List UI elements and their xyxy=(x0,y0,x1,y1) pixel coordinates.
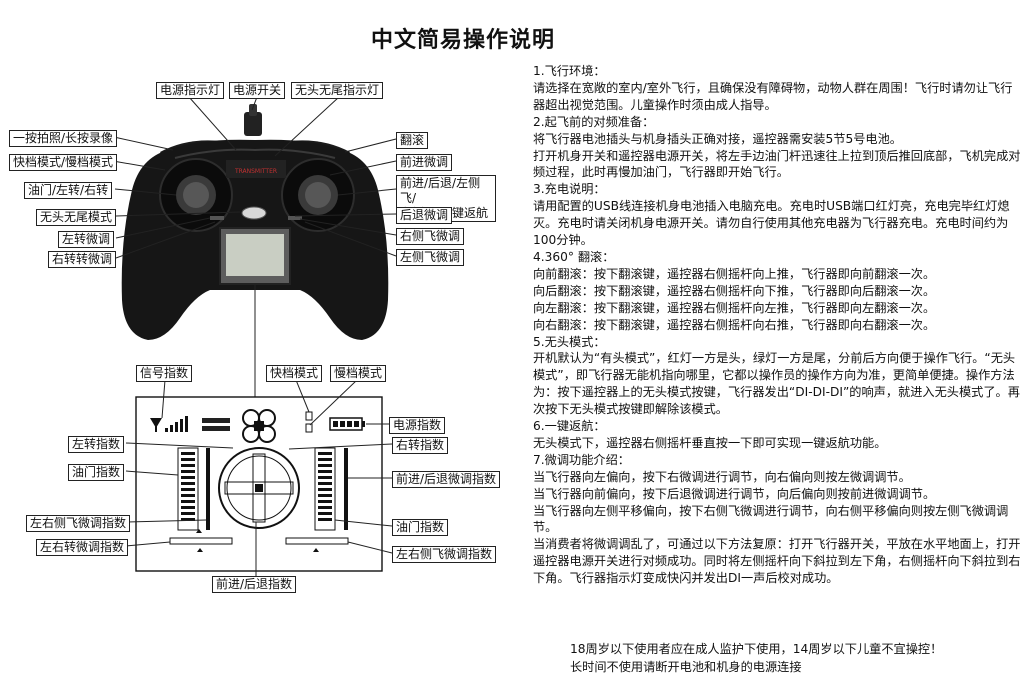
instruction-line: 7.微调功能介绍： xyxy=(533,452,630,467)
instruction-line: 当飞行器向左侧平移偏向，按下右侧飞微调进行调节，向右侧平移偏向则按左侧飞微调调节… xyxy=(533,503,1009,535)
page-title: 中文简易操作说明 xyxy=(371,28,556,53)
lcd-illustration xyxy=(135,396,383,572)
instruction-line: 将飞行器电池插头与机身插头正确对接，遥控器需安装5节5号电池。 xyxy=(533,131,902,146)
diagram-illustration: TRANSMITTER xyxy=(112,96,397,577)
callout-headless-mode: 无头无尾模式 xyxy=(36,209,117,226)
instruction-line: 4.360° 翻滚： xyxy=(533,249,615,264)
lcd-callout-throttle-index-2: 油门指数 xyxy=(392,519,449,536)
callout-backward-trim: 后退微调 xyxy=(396,207,453,224)
instruction-line: 向右翻滚：按下翻滚键，遥控器右侧摇杆向右推，飞行器即向右翻滚一次。 xyxy=(533,317,936,332)
footer-line: 长时间不使用请断开电池和机身的电源连接 xyxy=(570,660,802,674)
instruction-line: 1.飞行环境： xyxy=(533,64,606,78)
instruction-line: 向前翻滚：按下翻滚键，遥控器右侧摇杆向上推，飞行器即向前翻滚一次。 xyxy=(533,266,936,281)
callout-right-turn-trim: 右转转微调 xyxy=(48,251,117,268)
instruction-line: 向后翻滚：按下翻滚键，遥控器右侧摇杆向下推，飞行器即向后翻滚一次。 xyxy=(533,283,936,298)
callout-right-stick-line1: 前进/后退/左侧飞/ xyxy=(400,176,481,205)
lcd-callout-throttle-index: 油门指数 xyxy=(68,464,125,481)
instruction-line: 打开机身开关和遥控器电源开关，将左手边油门杆迅速往上拉到顶后推回底部，飞机完成对… xyxy=(533,148,1021,180)
instruction-line: 6.一键返航： xyxy=(533,419,606,434)
instruction-line: 当飞行器向左偏向，按下右微调进行调节，向右偏向则按左微调调节。 xyxy=(533,469,911,484)
diagram-panel: TRANSMITTER xyxy=(9,82,501,593)
lcd-callout-lr-side-trim-index: 左右侧飞微调指数 xyxy=(26,515,131,532)
lcd-callout-lr-turn-trim-index: 左右转微调指数 xyxy=(36,539,129,556)
lcd-callout-power-index: 电源指数 xyxy=(389,417,446,434)
callout-left-trim: 左转微调 xyxy=(58,231,115,248)
callout-headless-indicator: 无头无尾指示灯 xyxy=(291,82,384,99)
lcd-callout-left-turn-index: 左转指数 xyxy=(68,436,125,453)
callout-photo-video: 一按拍照/长按录像 xyxy=(9,130,118,147)
callout-power-switch: 电源开关 xyxy=(229,82,286,99)
callout-left-side-trim: 左侧飞微调 xyxy=(396,249,465,266)
instruction-line: 2.起飞前的对频准备： xyxy=(533,114,655,129)
callout-flip: 翻滚 xyxy=(396,132,429,149)
instruction-line: 无头模式下，遥控器右侧摇杆垂直按一下即可实现一键返航功能。 xyxy=(533,435,887,450)
callout-throttle-turn: 油门/左转/右转 xyxy=(24,182,113,199)
controller-callout-lines xyxy=(112,96,397,397)
lcd-callout-right-turn-index: 右转指数 xyxy=(392,437,449,454)
lcd-callout-fb-index: 前进/后退指数 xyxy=(212,576,297,593)
lcd-callout-lines xyxy=(125,379,393,577)
callout-fast-slow-mode: 快档模式/慢档模式 xyxy=(9,154,118,171)
lcd-callout-slow-mode: 慢档模式 xyxy=(330,365,387,382)
controller-brand-text: TRANSMITTER xyxy=(234,168,277,175)
instruction-line: 当飞行器向前偏向，按下后退微调进行调节，向后偏向则按前进微调调节。 xyxy=(533,486,936,501)
instruction-line: 开机默认为“有头模式”，红灯一方是头，绿灯一方是尾，分前后方向便于操作飞行。“无… xyxy=(533,351,1020,417)
callout-right-side-trim: 右侧飞微调 xyxy=(396,228,465,245)
footer-line: 18周岁以下使用者应在成人监护下使用，14周岁以下儿童不宜操控！ xyxy=(570,642,943,656)
instruction-line: 3.充电说明： xyxy=(533,182,606,197)
callout-power-indicator: 电源指示灯 xyxy=(156,82,225,99)
instruction-line: 请用配置的USB线连接机身电池插入电脑充电。充电时USB端口红灯亮，充电完毕红灯… xyxy=(533,199,1010,248)
instruction-line: 5.无头模式： xyxy=(533,334,606,349)
lcd-callout-fb-trim-index: 前进/后退微调指数 xyxy=(392,471,501,488)
footer-notice: 18周岁以下使用者应在成人监护下使用，14周岁以下儿童不宜操控！ 长时间不使用请… xyxy=(570,640,942,676)
instruction-line: 当消费者将微调调乱了，可通过以下方法复原：打开飞行器开关，平放在水平地面上，打开… xyxy=(533,537,1021,586)
instructions-panel: 1.飞行环境： 请选择在宽敞的室内/室外飞行，且确保没有障碍物，动物人群在周围！… xyxy=(533,63,1021,587)
lcd-callout-lr-side-trim-index-2: 左右侧飞微调指数 xyxy=(392,546,497,563)
instruction-line: 请选择在宽敞的室内/室外飞行，且确保没有障碍物，动物人群在周围！飞行时请勿让飞行… xyxy=(533,80,1013,112)
callout-forward-trim: 前进微调 xyxy=(396,154,453,171)
lcd-callout-fast-mode: 快档模式 xyxy=(266,365,323,382)
lcd-callout-signal-index: 信号指数 xyxy=(136,365,193,382)
instruction-line: 向左翻滚：按下翻滚键，遥控器右侧摇杆向左推，飞行器即向左翻滚一次。 xyxy=(533,300,936,315)
